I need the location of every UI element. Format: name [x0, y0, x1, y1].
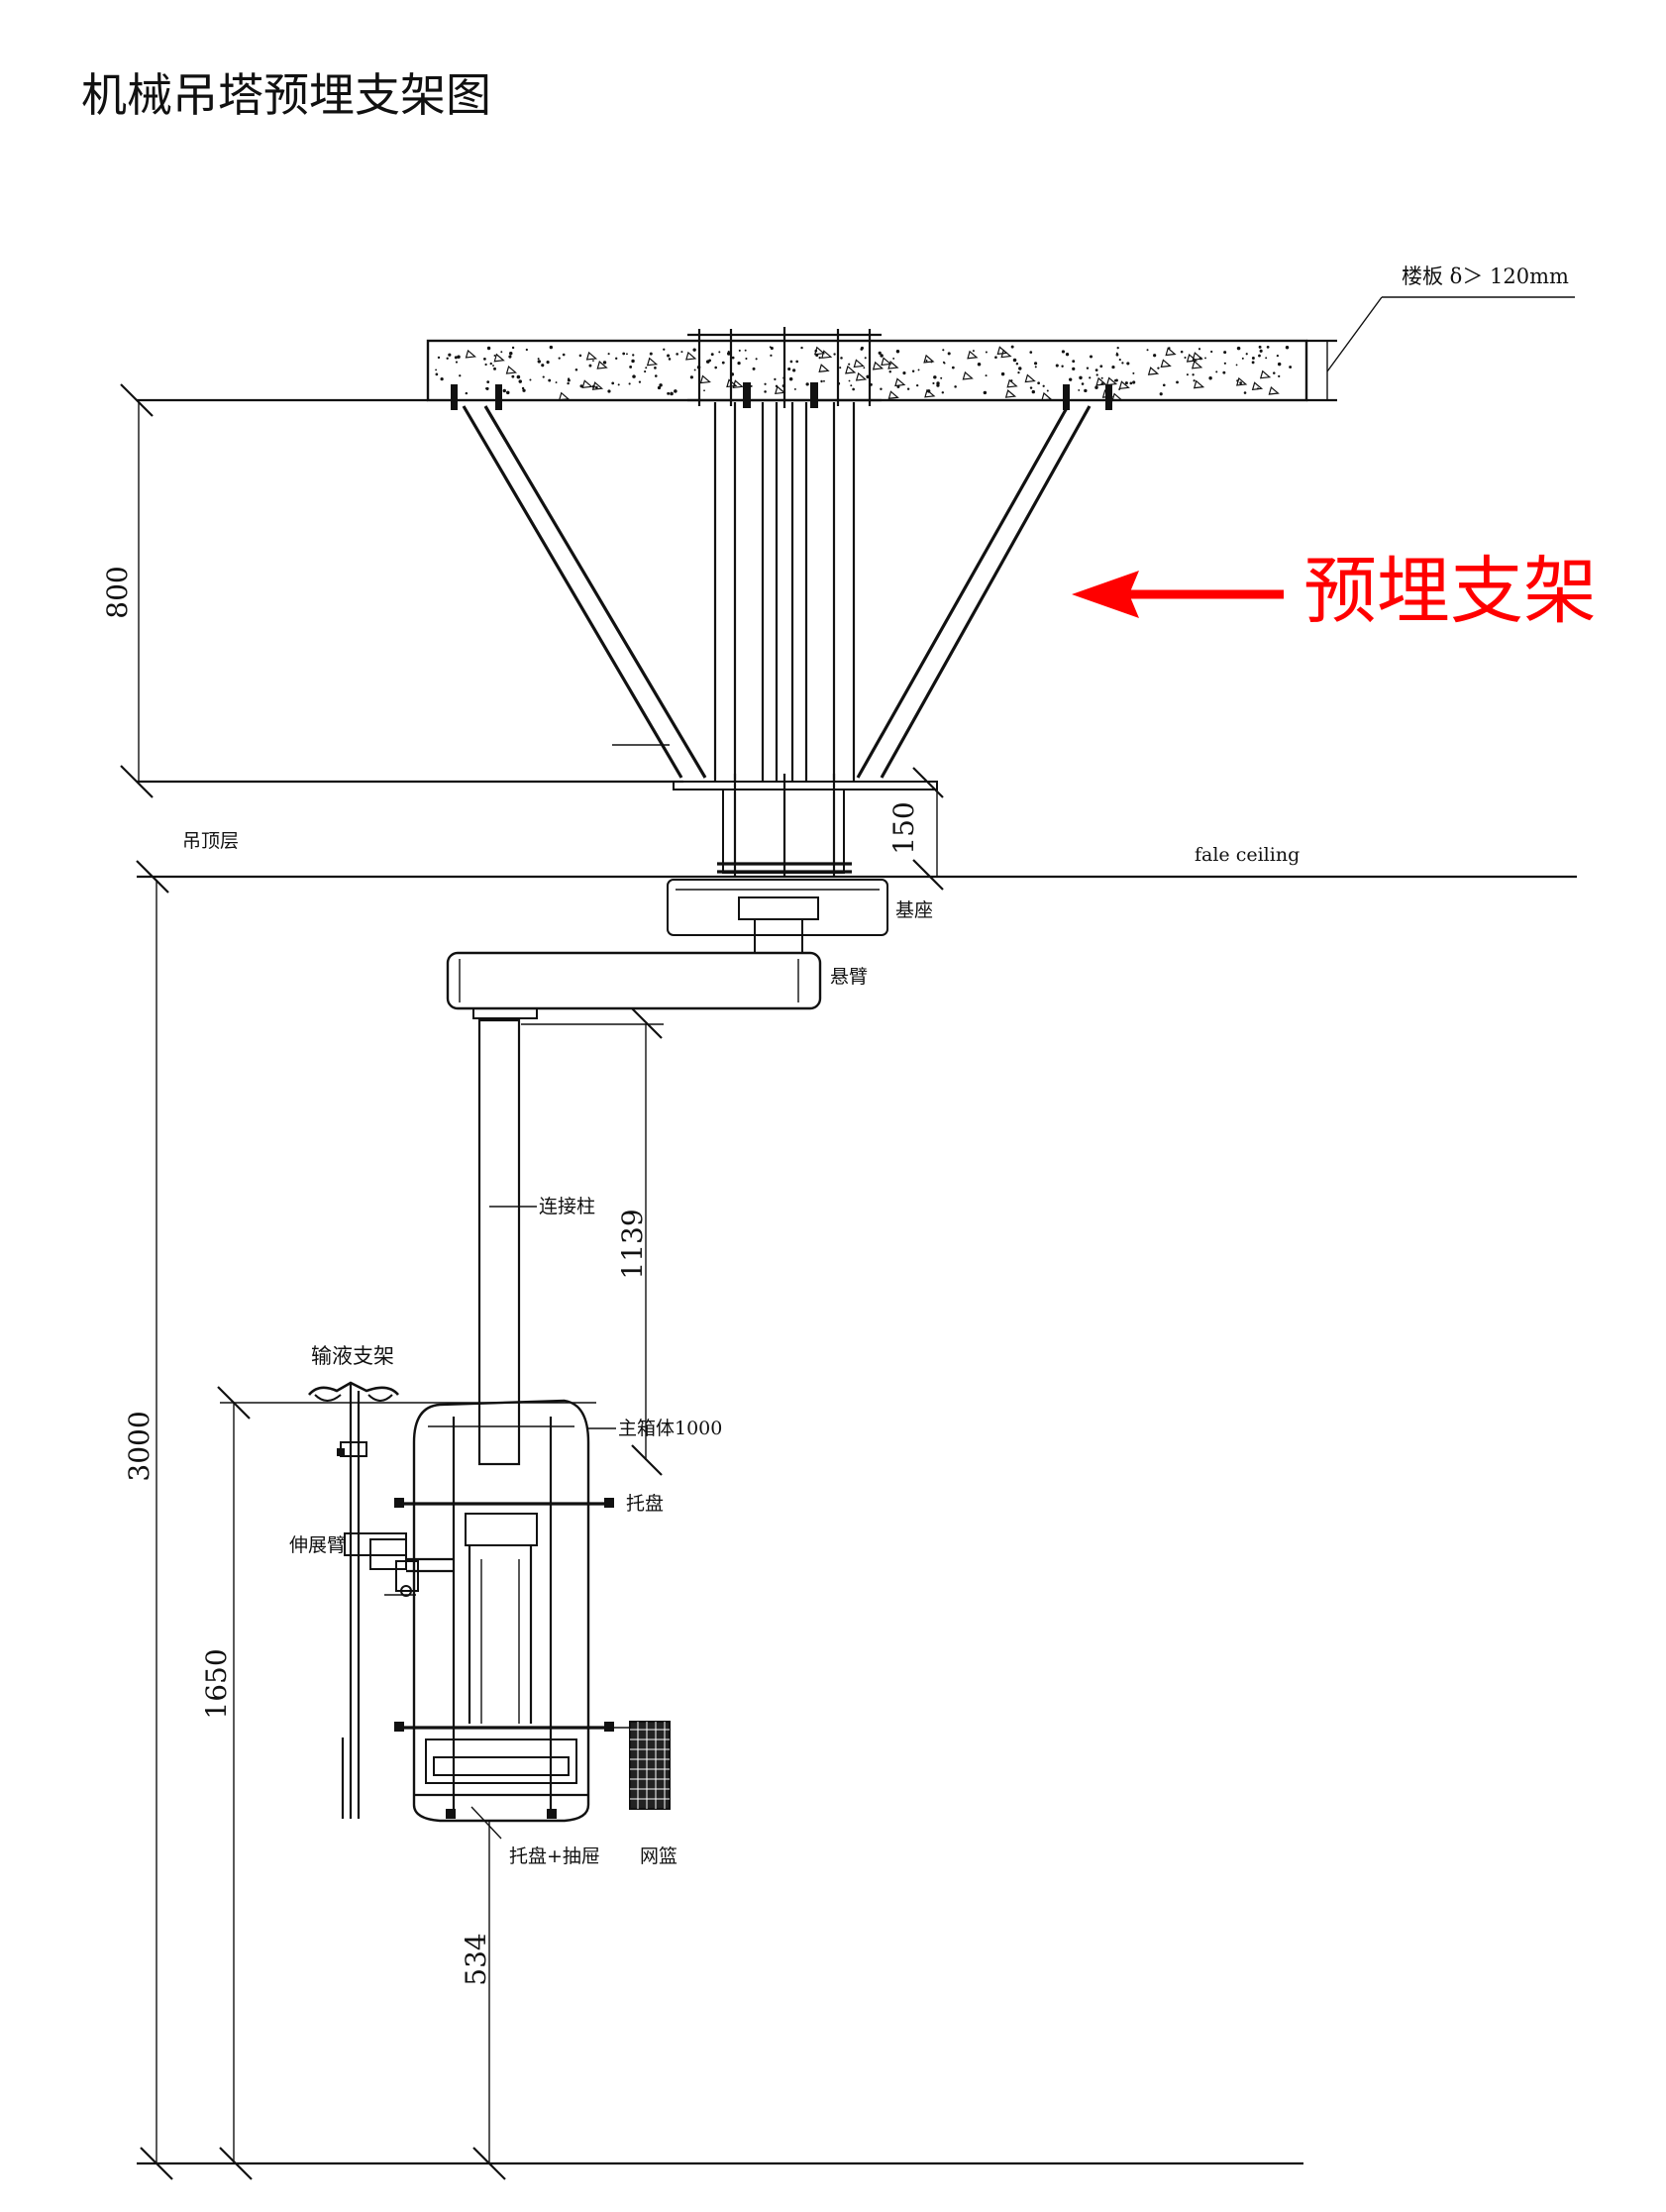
connecting-column: [477, 1007, 664, 1476]
dim-534: 534: [460, 1933, 492, 1985]
wire-basket: [629, 1721, 671, 1810]
anchor-bolts: [451, 327, 1112, 410]
base-height-dimension: [912, 767, 944, 891]
tray-drawer-label: 托盘+抽屉: [509, 1845, 600, 1867]
dim-1650: 1650: [200, 1648, 233, 1719]
dim-800: 800: [101, 566, 134, 618]
red-arrow-icon: [1072, 571, 1284, 618]
main-box: [412, 1399, 590, 1823]
iv-height-dimension: [217, 1386, 596, 2163]
floor-slab: [426, 296, 1575, 402]
upper-tray: [394, 1498, 614, 1508]
column-label: 连接柱: [539, 1196, 595, 1217]
cantilever-arm: [446, 951, 822, 1019]
tray-label: 托盘: [626, 1493, 664, 1515]
ceiling-layer-label: 吊顶层: [182, 830, 239, 852]
false-ceiling-line: [136, 860, 1577, 894]
false-ceiling-label: fale ceiling: [1195, 844, 1300, 866]
basket-grid: [630, 1722, 670, 1809]
cantilever-label: 悬臂: [830, 966, 868, 988]
drawing-title: 机械吊塔预埋支架图: [81, 68, 491, 122]
callout-embedded-bracket: 预埋支架: [1303, 549, 1597, 634]
dim-150: 150: [887, 801, 920, 854]
iv-stand: [308, 1381, 399, 1819]
basket-label: 网篮: [640, 1845, 677, 1867]
bracket-height-dimension: [120, 383, 683, 798]
slab-label: 楼板 δ＞ 120mm: [1402, 264, 1569, 288]
concrete-hatch: [435, 345, 1293, 402]
base-label: 基座: [895, 899, 933, 921]
iv-stand-label: 输液支架: [311, 1344, 394, 1368]
extension-arm-label: 伸展臂: [289, 1534, 346, 1556]
embedded-bracket: [462, 402, 1092, 877]
dim-3000: 3000: [123, 1411, 156, 1481]
main-box-label: 主箱体1000: [618, 1418, 722, 1439]
extension-arm: [344, 1532, 454, 1597]
lower-tray: [394, 1722, 630, 1732]
floor-line: [137, 2147, 1303, 2180]
dim-1139: 1139: [616, 1209, 649, 1279]
base-seat: [667, 879, 888, 954]
